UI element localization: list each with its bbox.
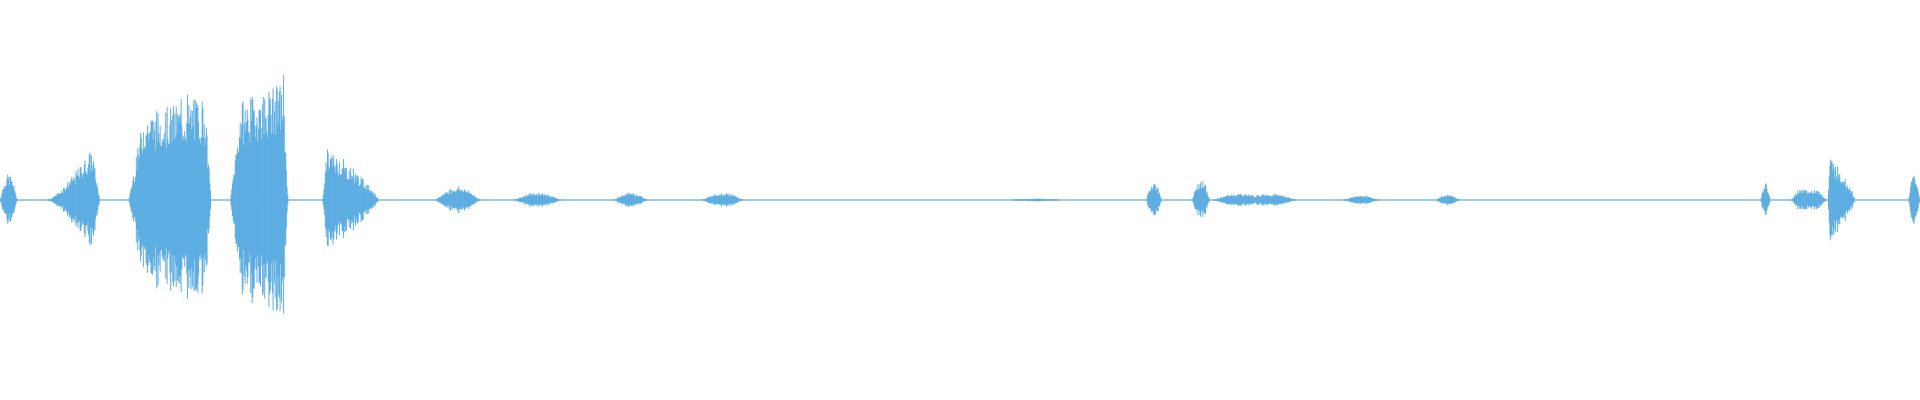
waveform-samples [0,74,1920,314]
